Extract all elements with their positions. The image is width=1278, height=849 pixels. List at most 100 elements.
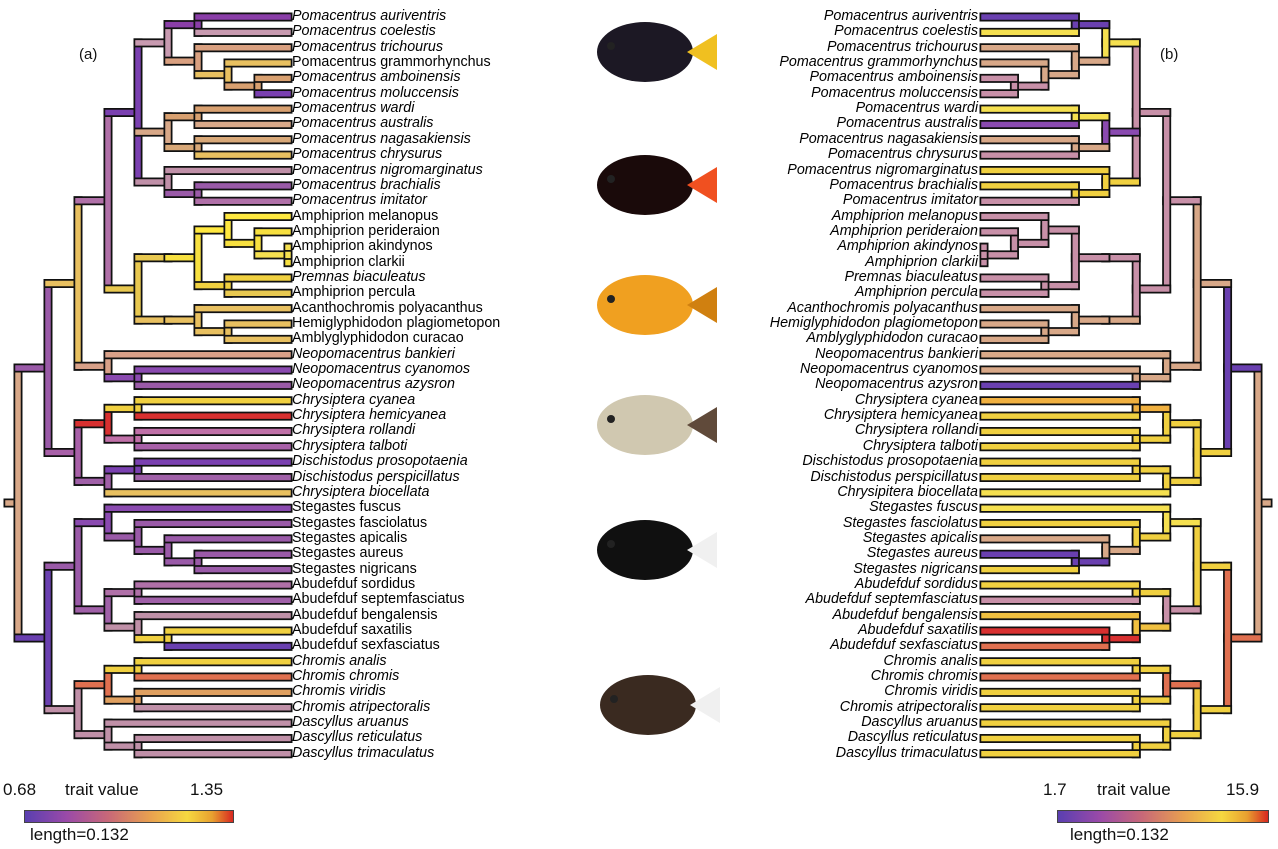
taxon-label-right: Chrysiptera hemicyanea xyxy=(824,408,978,423)
taxon-label-left: Chromis viridis xyxy=(292,684,386,699)
taxon-label-left: Dascyllus trimaculatus xyxy=(292,746,434,761)
taxon-label-right: Hemiglyphidodon plagiometopon xyxy=(770,316,978,331)
taxon-label-left: Abudefduf bengalensis xyxy=(292,608,437,623)
legend-right-min: 1.7 xyxy=(1043,780,1067,800)
taxon-label-right: Amphiprion melanopus xyxy=(832,209,978,224)
taxon-label-right: Chrysiptera cyanea xyxy=(855,393,978,408)
taxon-label-right: Pomacentrus coelestis xyxy=(834,24,978,39)
taxon-label-left: Dischistodus perspicillatus xyxy=(292,470,460,485)
taxon-label-right: Stegastes apicalis xyxy=(863,531,978,546)
taxon-label-right: Acanthochromis polyacanthus xyxy=(787,301,978,316)
fish-photo-pomacentrus xyxy=(597,22,717,82)
taxon-label-right: Abudefduf saxatilis xyxy=(858,623,978,638)
taxon-label-right: Amphiprion percula xyxy=(855,285,978,300)
taxon-label-left: Chrysiptera cyanea xyxy=(292,393,415,408)
taxon-label-left: Amphiprion clarkii xyxy=(292,255,405,270)
taxon-label-right: Pomacentrus imitator xyxy=(843,193,978,208)
taxon-label-left: Chromis analis xyxy=(292,654,387,669)
taxon-label-right: Pomacentrus chrysurus xyxy=(828,147,978,162)
fish-photo-dascyllus-aruanus xyxy=(597,520,717,580)
taxon-label-left: Pomacentrus moluccensis xyxy=(292,86,459,101)
taxon-label-left: Pomacentrus imitator xyxy=(292,193,427,208)
taxon-label-right: Amphiprion clarkii xyxy=(865,255,978,270)
taxon-label-right: Pomacentrus australis xyxy=(837,116,978,131)
taxon-label-right: Dischistodus perspicillatus xyxy=(810,470,978,485)
panel-label-b: (b) xyxy=(1160,46,1178,63)
taxon-label-right: Abudefduf sexfasciatus xyxy=(830,638,978,653)
taxon-label-right: Neopomacentrus cyanomos xyxy=(800,362,978,377)
taxon-label-right: Chromis analis xyxy=(883,654,978,669)
taxon-label-right: Chrysipitera biocellata xyxy=(837,485,978,500)
taxon-label-left: Stegastes fasciolatus xyxy=(292,516,427,531)
taxon-label-left: Pomacentrus coelestis xyxy=(292,24,436,39)
taxon-label-right: Neopomacentrus bankieri xyxy=(815,347,978,362)
taxon-label-right: Pomacentrus wardi xyxy=(856,101,978,116)
taxon-label-left: Pomacentrus wardi xyxy=(292,101,414,116)
taxon-label-left: Dascyllus aruanus xyxy=(292,715,409,730)
legend-left-label: trait value xyxy=(65,780,139,800)
taxon-label-right: Dascyllus trimaculatus xyxy=(836,746,978,761)
taxon-label-right: Pomacentrus auriventris xyxy=(824,9,978,24)
taxon-label-left: Chrysiptera rollandi xyxy=(292,423,415,438)
taxon-label-right: Pomacentrus trichourus xyxy=(827,40,978,55)
fish-photo-amphiprion xyxy=(597,155,717,215)
taxon-label-left: Pomacentrus trichourus xyxy=(292,40,443,55)
taxon-label-right: Pomacentrus amboinensis xyxy=(810,70,978,85)
taxon-label-left: Neopomacentrus bankieri xyxy=(292,347,455,362)
taxon-label-left: Chrysiptera biocellata xyxy=(292,485,429,500)
left-tree xyxy=(8,17,288,754)
taxon-label-right: Chrysiptera talboti xyxy=(863,439,978,454)
taxon-label-right: Neopomacentrus azysron xyxy=(815,377,978,392)
taxon-label-right: Amphiprion akindynos xyxy=(837,239,978,254)
taxon-label-left: Dischistodus prosopotaenia xyxy=(292,454,468,469)
taxon-label-left: Chromis chromis xyxy=(292,669,399,684)
taxon-label-right: Premnas biaculeatus xyxy=(844,270,978,285)
taxon-label-left: Amblyglyphidodon curacao xyxy=(292,331,464,346)
taxon-label-right: Abudefduf septemfasciatus xyxy=(806,592,978,607)
taxon-label-right: Abudefduf bengalensis xyxy=(833,608,978,623)
taxon-label-right: Chromis viridis xyxy=(884,684,978,699)
legend-right-max: 15.9 xyxy=(1226,780,1259,800)
taxon-label-right: Chrysiptera rollandi xyxy=(855,423,978,438)
fish-photos xyxy=(597,22,720,735)
taxon-label-left: Stegastes nigricans xyxy=(292,562,417,577)
taxon-label-left: Hemiglyphidodon plagiometopon xyxy=(292,316,500,331)
taxon-label-left: Pomacentrus australis xyxy=(292,116,433,131)
fish-photo-yellow-damsel xyxy=(597,275,717,335)
taxon-label-left: Acanthochromis polyacanthus xyxy=(292,301,483,316)
taxon-label-right: Stegastes fasciolatus xyxy=(843,516,978,531)
taxon-label-right: Stegastes fuscus xyxy=(869,500,978,515)
taxon-label-left: Stegastes fuscus xyxy=(292,500,401,515)
taxon-label-left: Pomacentrus nigromarginatus xyxy=(292,163,483,178)
taxon-label-right: Dischistodus prosopotaenia xyxy=(802,454,978,469)
taxon-label-left: Chrysiptera hemicyanea xyxy=(292,408,446,423)
taxon-label-left: Abudefduf sordidus xyxy=(292,577,415,592)
fish-photo-striped-damsel xyxy=(597,395,717,455)
legend-right-scale: length=0.132 xyxy=(1070,825,1169,845)
taxon-label-right: Pomacentrus brachialis xyxy=(829,178,978,193)
taxon-label-right: Amblyglyphidodon curacao xyxy=(806,331,978,346)
taxon-label-left: Dascyllus reticulatus xyxy=(292,730,422,745)
legend-left-colorbar xyxy=(24,810,234,823)
fish-photo-dascyllus-trimaculatus xyxy=(600,675,720,735)
taxon-label-right: Stegastes nigricans xyxy=(853,562,978,577)
taxon-label-left: Pomacentrus brachialis xyxy=(292,178,441,193)
panel-label-a: (a) xyxy=(79,46,97,63)
taxon-label-right: Dascyllus aruanus xyxy=(861,715,978,730)
right-tree xyxy=(984,17,1268,754)
taxon-label-left: Chrysiptera talboti xyxy=(292,439,407,454)
taxon-label-left: Abudefduf sexfasciatus xyxy=(292,638,440,653)
taxon-label-left: Premnas biaculeatus xyxy=(292,270,426,285)
taxon-label-left: Abudefduf saxatilis xyxy=(292,623,412,638)
taxon-label-left: Pomacentrus chrysurus xyxy=(292,147,442,162)
taxon-label-left: Chromis atripectoralis xyxy=(292,700,430,715)
taxon-label-left: Abudefduf septemfasciatus xyxy=(292,592,464,607)
taxon-label-right: Pomacentrus moluccensis xyxy=(811,86,978,101)
taxon-label-right: Pomacentrus grammorhynchus xyxy=(779,55,978,70)
legend-left-max: 1.35 xyxy=(190,780,223,800)
taxon-label-right: Abudefduf sordidus xyxy=(855,577,978,592)
legend-left-scale: length=0.132 xyxy=(30,825,129,845)
legend-right-colorbar xyxy=(1057,810,1269,823)
taxon-label-left: Stegastes aureus xyxy=(292,546,403,561)
